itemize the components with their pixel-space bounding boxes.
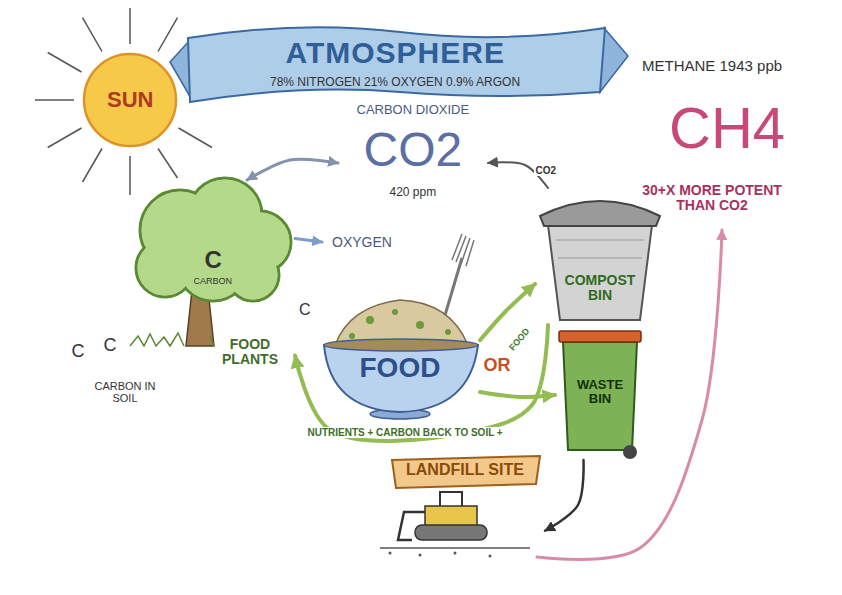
arrow-note: FOOD [508,327,532,353]
node-text: CARBON [194,277,233,287]
flow-arrow [480,392,555,397]
node-text: SUN [107,88,153,112]
tree-crown-fill [138,180,290,300]
atmosphere-banner [188,27,605,102]
food-bowl: FOOD [320,300,480,415]
tree-crown-outline [136,178,291,301]
food-bit [392,309,398,315]
sun-ray [158,18,178,52]
node-text: CARBON DIOXIDE [357,103,470,117]
food-bit [366,316,374,324]
choice-word: OR [484,356,511,376]
sun-ray [83,18,103,52]
waste-bin-body [563,342,637,450]
compost-bin-ridges [556,240,644,258]
waste-bin-lid [559,331,641,342]
flow-arrow [247,159,338,180]
crown-blob [229,251,278,300]
bulldozer-track [415,525,487,540]
waste-bin: WASTE BIN [555,330,650,460]
node-text: C [205,247,222,273]
sun-ray [129,8,131,44]
sun-ray [48,128,82,148]
ground-dots [389,552,492,558]
gas-group: METHANE 1943 ppbCH4 30+X MORE POTENT THAN… [612,48,812,230]
ground-dot [389,552,392,555]
compost-bin-lid [540,201,660,226]
flow-arrow [545,460,584,531]
sun-disc [84,54,176,146]
sun-ray [129,156,131,195]
food-bowl [324,342,478,413]
arrow-label: CO2 [534,165,559,176]
flow-arrow [537,230,722,559]
waste-bin-wheel [623,445,637,459]
food-bit [349,333,355,339]
compost-bin-body [548,225,652,320]
carbon-symbol: C [72,342,85,362]
node-text: 78% NITROGEN 21% OXYGEN 0.9% ARGON [270,76,520,89]
soil-note: CARBON IN SOIL [90,380,160,404]
sun-ray [83,149,103,183]
ground-line [380,547,530,549]
landfill-site: LANDFILL SITE [385,452,545,557]
atmosphere-band: ATMOSPHERE 78% NITROGEN 21% OXYGEN 0.9% A… [185,22,605,102]
sun-ray [179,128,213,148]
node-text: CO2 [364,124,463,177]
node-text: 420 ppm [390,186,437,199]
node-text: LANDFILL SITE [406,461,524,479]
carbon-symbol: C [104,336,117,356]
sun-ray [35,99,74,101]
bulldozer-blade [398,512,425,540]
node-text: WASTE BIN [569,378,631,407]
node-text: CH4 [669,96,785,160]
bulldozer-cab [440,492,462,507]
node-text: OXYGEN [332,235,392,250]
gas-label: OXYGEN [322,228,402,256]
carbon-symbol: C [299,301,311,319]
ground-dot [419,554,422,557]
bowl-rim [324,339,478,351]
gas-group: CARBON DIOXIDE CO2 420 ppm [338,100,488,205]
flow-arrow [295,325,548,441]
flow-arrow [295,239,322,243]
node-text: METHANE 1943 ppb [642,58,782,75]
food-bits [349,309,451,339]
tree: C CARBON FOOD PLANTS [135,180,295,375]
fork-tines [452,234,474,266]
ground-dot [454,552,457,555]
food-bit [445,329,451,335]
node-text: FOOD [360,353,441,384]
sun-ray [48,53,82,73]
bulldozer-body [425,506,477,526]
ground-dot [489,555,492,558]
sun-ray [158,149,178,179]
sun-rays [35,8,212,195]
food-bit [416,321,424,329]
node-text: 30+X MORE POTENT THAN CO2 [637,183,787,214]
grass [130,333,214,346]
compost-bin: COMPOST BIN [535,188,665,325]
node-text: FOOD PLANTS [218,337,282,368]
node-text: ATMOSPHERE [286,36,505,69]
landfill-banner [392,456,540,488]
node-text: COMPOST BIN [558,273,642,304]
arrow-label: NUTRIENTS + CARBON BACK TO SOIL + [306,427,505,438]
food-heap [335,300,468,345]
sun-circle: SUN [80,50,180,150]
